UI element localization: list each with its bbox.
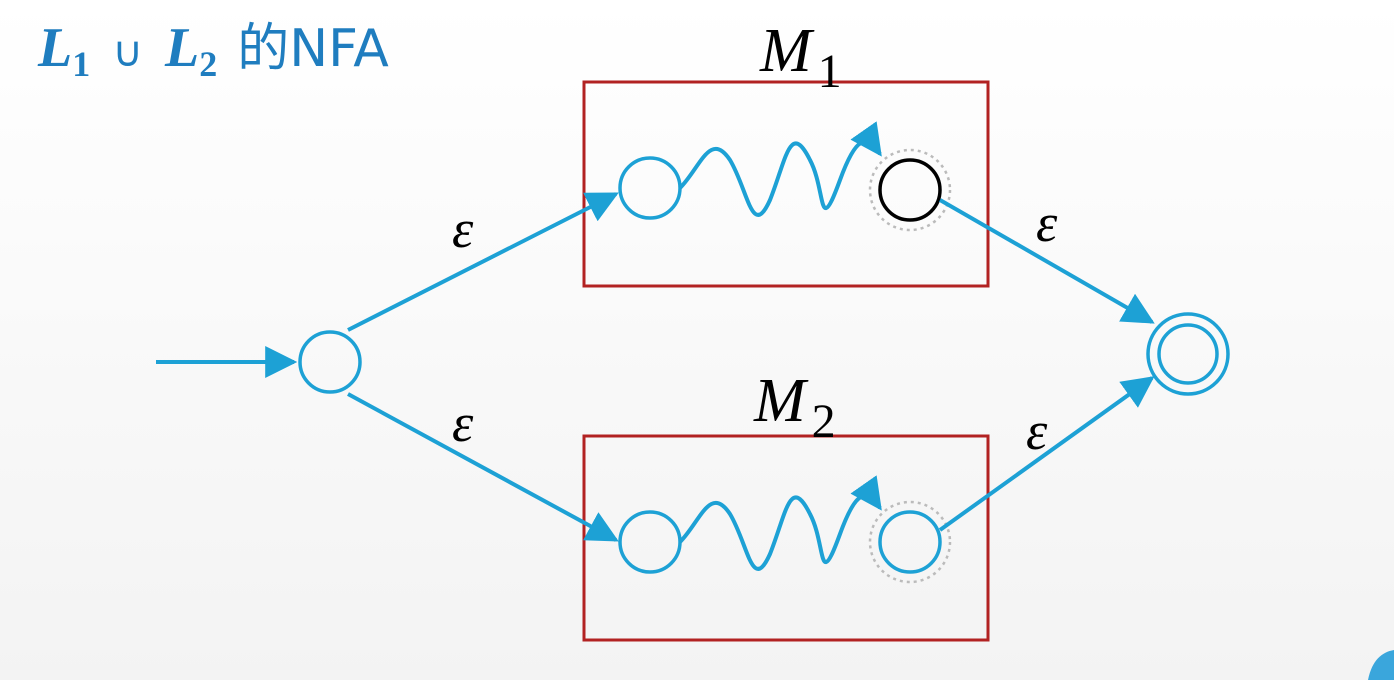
m2-accept-state-ring <box>868 500 952 584</box>
m2-box <box>582 434 990 642</box>
m1-start-state <box>618 156 682 220</box>
squiggle-path-icon <box>678 475 882 571</box>
final-state-inner <box>1157 323 1219 385</box>
edge-m1-to-final <box>939 198 1155 324</box>
epsilon-label-m1-to-final: ε <box>1036 193 1058 253</box>
epsilon-label-m2-to-final: ε <box>1026 401 1048 461</box>
corner-decoration-icon <box>1368 650 1394 680</box>
m1-accept-state-ring <box>868 148 952 232</box>
final-state-outer <box>1146 312 1230 396</box>
m1-accept-state <box>878 158 942 222</box>
start-state <box>298 330 362 394</box>
epsilon-label-start-to-m1: ε <box>452 199 474 259</box>
m2-start-state <box>618 510 682 574</box>
squiggle-path-icon <box>678 121 882 217</box>
edge-start-to-m1 <box>347 192 619 332</box>
slide-title: L1 ∪ L2 的NFA <box>38 20 389 82</box>
m2-accept-state <box>878 510 942 574</box>
edge-m2-to-final <box>938 376 1155 532</box>
m1-box <box>582 80 990 288</box>
edge-start-to-m2 <box>347 392 619 542</box>
union-operator: ∪ <box>112 27 143 76</box>
title-var-l2: L2 <box>164 17 218 84</box>
title-var-l1: L1 <box>38 17 91 84</box>
title-suffix: 的NFA <box>237 19 389 79</box>
epsilon-label-start-to-m2: ε <box>452 393 474 453</box>
